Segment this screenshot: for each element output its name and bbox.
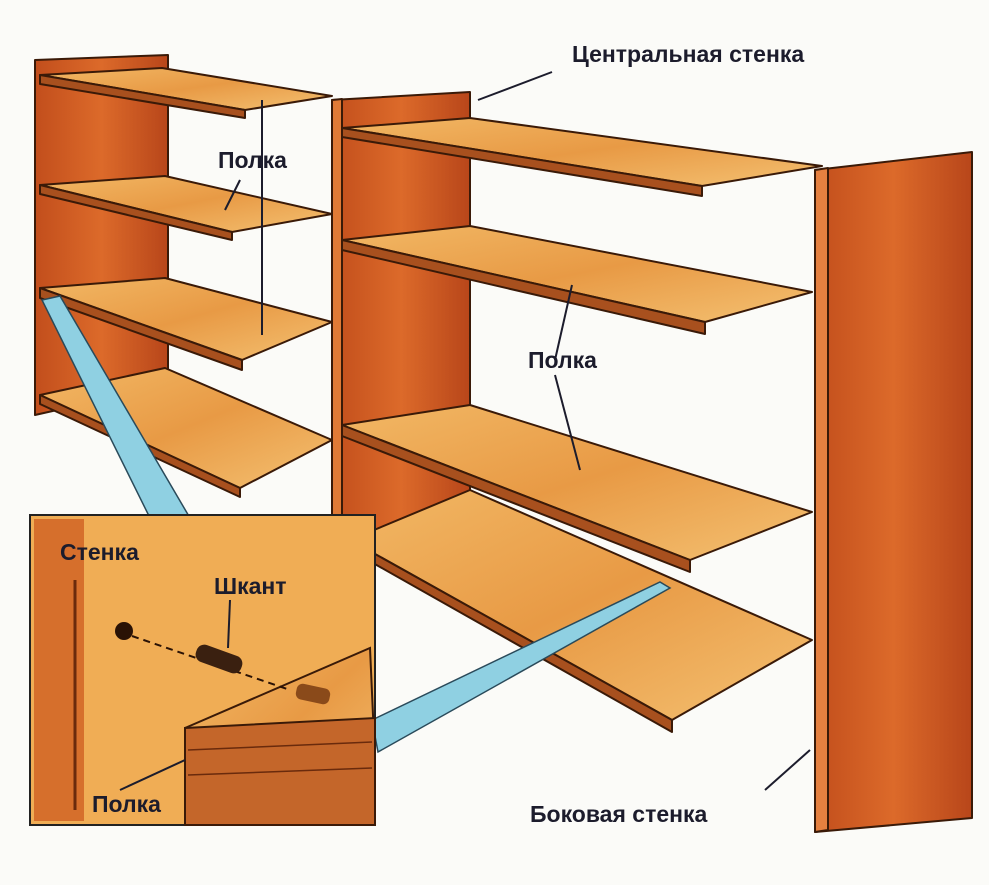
left-side-panel	[34, 54, 169, 416]
side-wall-panel	[814, 151, 973, 833]
leader-lines	[119, 71, 811, 791]
label-shelf-inset: Полка	[92, 791, 161, 817]
dowel-detail-inset	[29, 514, 376, 826]
label-shelf-right: Полка	[528, 347, 597, 373]
label-shelf-left: Полка	[218, 147, 287, 173]
dowel-icon	[195, 644, 243, 674]
right-unit-shelves	[341, 117, 823, 733]
label-dowel: Шкант	[214, 573, 287, 599]
label-central-wall: Центральная стенка	[572, 41, 804, 67]
dowel-hole-icon	[115, 622, 133, 640]
central-wall-panel	[331, 91, 471, 549]
label-side-wall: Боковая стенка	[530, 801, 708, 827]
label-wall-inset: Стенка	[60, 539, 139, 565]
